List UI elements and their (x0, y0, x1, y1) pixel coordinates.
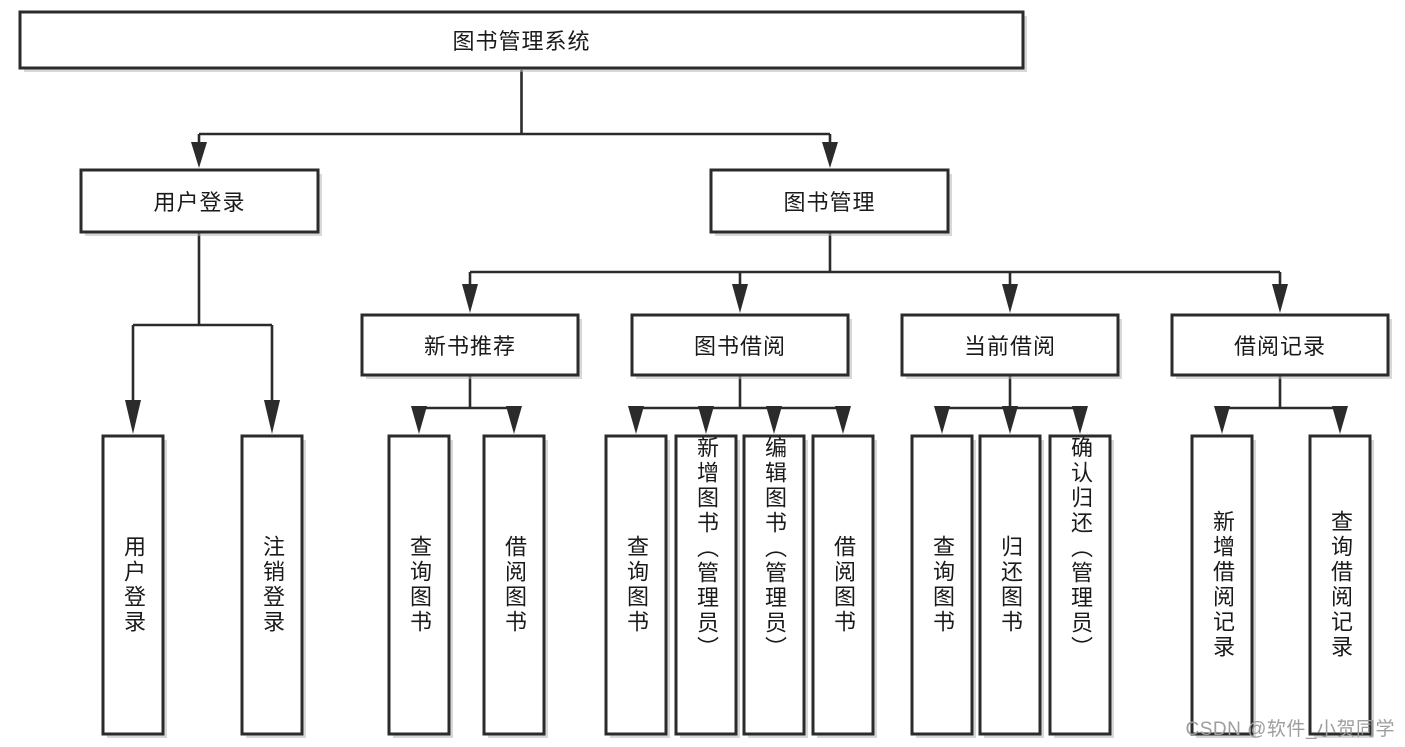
root-box[interactable] (18, 10, 1025, 70)
connector-group-root-to-level2 (191, 70, 838, 168)
connector-group-user-login-to-leaves (125, 232, 280, 434)
arrow-head-leaf-user-login (125, 400, 141, 434)
leaf-box-borrow-record-1[interactable] (1190, 434, 1254, 736)
level3-box-current-borrow[interactable] (900, 313, 1120, 377)
arrow-head-newbook-leaf-2 (506, 406, 522, 434)
leaf-box-book-borrow-1[interactable] (604, 434, 668, 736)
leaf-box-borrow-record-2[interactable] (1308, 434, 1372, 736)
leaf-box-user-login-2[interactable] (240, 434, 304, 736)
arrow-head-borrow-leaf-1 (628, 406, 644, 434)
leaf-box-new-book-2[interactable] (482, 434, 546, 736)
leaf-box-book-borrow-2[interactable] (674, 434, 738, 736)
leaf-box-current-borrow-2[interactable] (978, 434, 1042, 736)
arrow-head-record-leaf-1 (1214, 406, 1230, 434)
level3-box-borrow-record[interactable] (1170, 313, 1390, 377)
arrow-head-leaf-logout (264, 400, 280, 434)
arrow-head-newbook-leaf-1 (411, 406, 427, 434)
arrow-head-borrow-leaf-2 (698, 406, 714, 434)
arrow-head-book-borrow (732, 284, 748, 313)
connector-group-borrow-record-to-leaves (1214, 375, 1348, 434)
leaf-box-new-book-1[interactable] (387, 434, 451, 736)
arrow-head-current-leaf-3 (1072, 406, 1088, 434)
connector-group-book-borrow-to-leaves (628, 375, 851, 434)
arrow-head-current-leaf-1 (934, 406, 950, 434)
level3-box-book-borrow[interactable] (630, 313, 850, 377)
leaf-box-book-borrow-4[interactable] (811, 434, 875, 736)
csdn-watermark: CSDN @软件_小贺同学 (1185, 719, 1395, 740)
leaf-box-user-login-1[interactable] (101, 434, 165, 736)
leaf-box-current-borrow-3[interactable] (1048, 434, 1112, 736)
level2-box-user-login[interactable] (79, 168, 320, 234)
leaf-box-book-borrow-3[interactable] (742, 434, 806, 736)
arrow-head-book-manage (822, 142, 838, 168)
arrow-head-borrow-record (1272, 284, 1288, 313)
level3-box-new-book[interactable] (360, 313, 580, 377)
arrow-head-current-borrow (1002, 284, 1018, 313)
arrow-head-borrow-leaf-3 (766, 406, 782, 434)
leaf-box-current-borrow-1[interactable] (910, 434, 974, 736)
arrow-head-borrow-leaf-4 (835, 406, 851, 434)
connector-group-new-book-to-leaves (411, 375, 522, 434)
arrow-head-user-login (191, 142, 207, 168)
connector-group-book-manage-to-level3 (462, 232, 1288, 313)
arrow-head-current-leaf-2 (1002, 406, 1018, 434)
arrow-head-new-book (462, 284, 478, 313)
arrow-head-record-leaf-2 (1332, 406, 1348, 434)
level2-box-book-manage[interactable] (709, 168, 950, 234)
connector-group-current-borrow-to-leaves (934, 375, 1088, 434)
